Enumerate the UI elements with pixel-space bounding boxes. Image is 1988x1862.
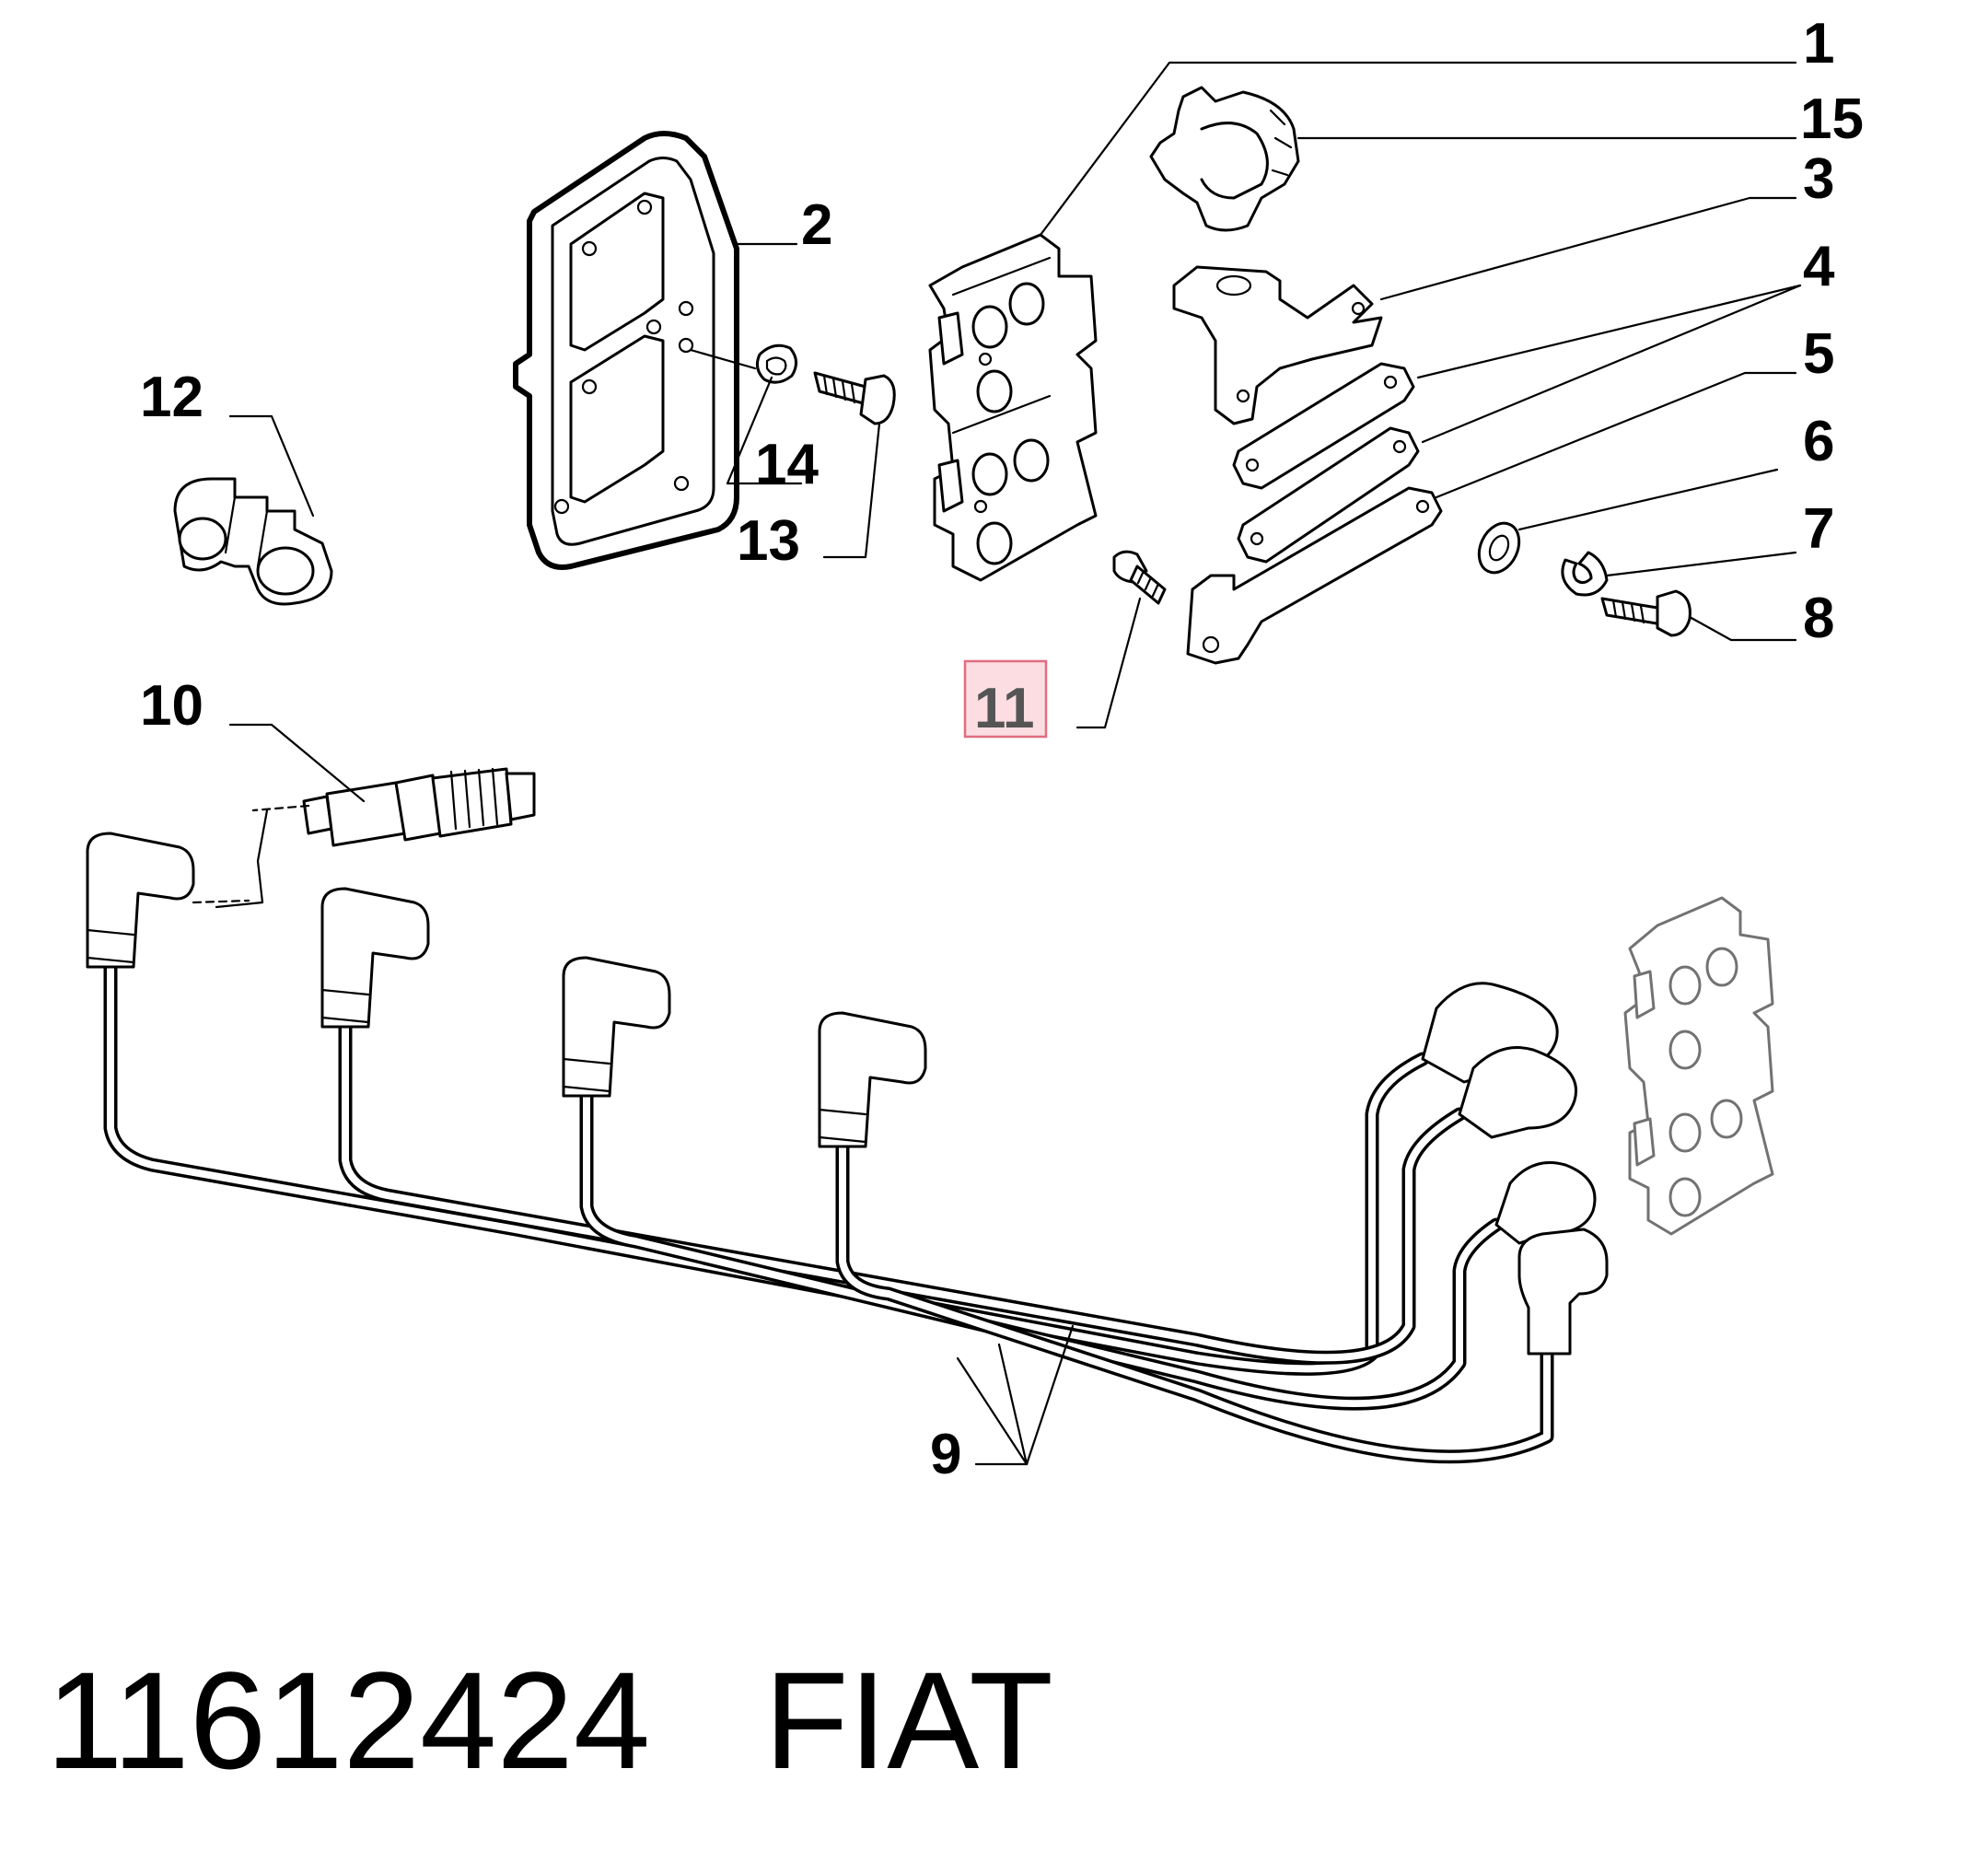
ignition-coil [928, 61, 1797, 582]
bolt [1600, 589, 1797, 642]
ignition-wire-harness [86, 832, 1609, 1466]
callout-6: 6 [1803, 410, 1834, 473]
highlight-box-11 [963, 659, 1048, 739]
callout-2: 2 [801, 193, 832, 257]
coil-connector [1517, 1228, 1609, 1356]
callout-11: 11 [974, 677, 1035, 740]
bracket [1172, 196, 1797, 425]
spark-plug-boot [562, 956, 671, 1098]
callout-5: 5 [1803, 322, 1834, 386]
mounting-plate [1232, 362, 1415, 490]
callout-7: 7 [1803, 497, 1834, 561]
leader-10 [228, 723, 366, 803]
grommet [1149, 86, 1797, 232]
callout-13: 13 [737, 509, 800, 573]
coil-connector [1458, 1046, 1577, 1139]
spark-plug-boot [86, 832, 195, 969]
washer [726, 343, 803, 485]
small-screw [1075, 550, 1167, 729]
spark-plug-boot [320, 887, 430, 1029]
callout-3: 3 [1803, 147, 1834, 211]
bolt [813, 371, 896, 559]
spark-plug [192, 767, 536, 909]
callout-14: 14 [755, 433, 819, 496]
callout-15: 15 [1800, 87, 1864, 151]
callout-4: 4 [1803, 235, 1835, 298]
callout-8: 8 [1803, 587, 1834, 650]
wire-clip [173, 477, 333, 606]
callout-12: 12 [140, 366, 203, 429]
brand-name: FIAT [764, 1643, 1053, 1798]
spark-plug-boot [818, 1011, 927, 1148]
ignition-coil-reference [1623, 896, 1774, 1236]
callout-10: 10 [140, 674, 203, 738]
lower-bracket [1186, 371, 1797, 665]
coil-cover [513, 131, 798, 570]
lock-washer [1561, 551, 1797, 597]
callout-9: 9 [930, 1423, 961, 1486]
leader-12 [228, 414, 315, 518]
part-number: 11612424 [46, 1643, 650, 1798]
mounting-plate [1237, 284, 1802, 564]
flat-washer [1477, 468, 1779, 575]
callout-1: 1 [1803, 12, 1834, 76]
